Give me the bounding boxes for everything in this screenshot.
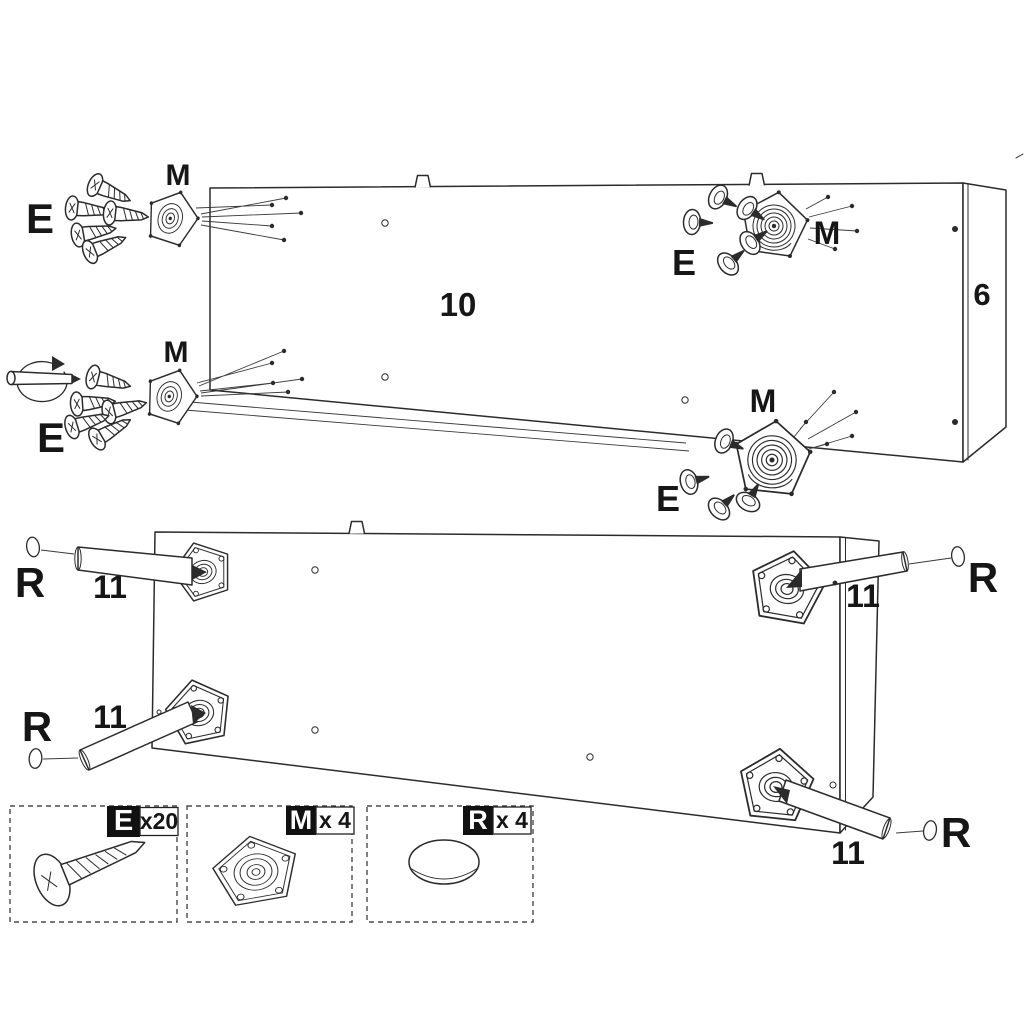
screw-e xyxy=(703,484,744,525)
label-11: 11 xyxy=(93,699,127,735)
pilot-hole xyxy=(586,753,594,761)
label-11: 11 xyxy=(846,578,880,614)
pilot-hole xyxy=(381,373,389,381)
mounting-plate-m xyxy=(138,181,207,252)
legend-code-r: R xyxy=(468,805,488,835)
leg-group-bottom-right: R 11 xyxy=(735,744,971,871)
leg-group-bottom-left: R 11 xyxy=(22,672,237,771)
label-m: M xyxy=(164,336,189,369)
cap-r xyxy=(27,747,44,770)
legend-box-e: E x20 xyxy=(9,805,179,923)
label-m: M xyxy=(750,383,777,419)
leg-11 xyxy=(77,546,193,586)
label-r: R xyxy=(15,559,45,606)
label-panel-10: 10 xyxy=(440,286,477,323)
cap-r xyxy=(24,535,42,559)
part-code-badge xyxy=(286,806,316,835)
label-e: E xyxy=(656,478,680,519)
plate-group-mid-right: M E xyxy=(656,383,859,525)
panel-underside xyxy=(151,520,880,834)
label-r: R xyxy=(22,703,52,750)
pilot-hole xyxy=(829,781,837,789)
legend-code-m: M xyxy=(290,805,313,835)
label-e: E xyxy=(672,242,696,283)
edge-screw xyxy=(952,419,958,425)
plate-group-top-right: M E xyxy=(672,181,860,283)
screwdriver-rotation-icon xyxy=(6,356,81,403)
part-qty-box xyxy=(492,806,532,835)
panel-10 xyxy=(209,153,1024,463)
legend-code-e: E xyxy=(114,805,133,837)
panel-side-face xyxy=(839,536,880,834)
cap-r xyxy=(921,819,939,842)
pilot-hole xyxy=(311,566,319,574)
label-e: E xyxy=(26,195,54,242)
mounting-plate-m xyxy=(137,359,206,430)
parts-legend: E x20 M x 4 xyxy=(9,805,534,923)
legend-qty-e: x20 xyxy=(140,808,178,834)
part-code-badge xyxy=(463,806,493,835)
label-11: 11 xyxy=(831,835,865,871)
step2-assembly: R 11 R 11 R 11 xyxy=(15,520,998,871)
dowel-peg xyxy=(748,172,766,186)
page-tick-mark xyxy=(1015,153,1024,159)
label-e: E xyxy=(37,414,65,461)
plate-group-mid-left: M E xyxy=(6,336,690,461)
cap-r xyxy=(949,545,967,568)
edge-hole xyxy=(156,709,162,715)
dowel-peg xyxy=(414,174,432,188)
part-qty-box xyxy=(315,806,355,835)
label-m: M xyxy=(166,159,191,192)
pilot-hole xyxy=(311,726,319,734)
label-r: R xyxy=(941,809,971,856)
screw-e xyxy=(83,363,135,399)
edge-screw xyxy=(952,226,958,232)
screw-e xyxy=(101,199,151,230)
part-qty-box xyxy=(139,806,179,837)
leg-group-top-left: R 11 xyxy=(15,533,239,606)
panel-side-face xyxy=(962,182,1007,463)
legend-box-r: R x 4 xyxy=(366,805,534,923)
legend-qty-m: x 4 xyxy=(319,807,351,833)
screw-e-illustration xyxy=(33,840,146,907)
part-code-badge xyxy=(107,806,140,837)
leg-group-top-right: R 11 xyxy=(744,543,998,627)
pilot-hole xyxy=(381,219,389,227)
screw-e xyxy=(676,463,714,498)
plate-group-top-left: M E xyxy=(26,159,304,267)
label-r: R xyxy=(968,554,998,601)
label-11: 11 xyxy=(93,569,127,605)
plate-m-illustration xyxy=(212,835,296,906)
label-m: M xyxy=(814,215,841,251)
cap-r-illustration xyxy=(408,839,480,885)
dowel-peg xyxy=(348,520,366,534)
pilot-hole xyxy=(681,396,689,404)
step1-assembly: 10 6 M E M E xyxy=(6,153,1024,525)
legend-qty-r: x 4 xyxy=(496,807,528,833)
label-panel-6: 6 xyxy=(973,277,990,312)
legend-box-m: M x 4 xyxy=(186,805,355,923)
